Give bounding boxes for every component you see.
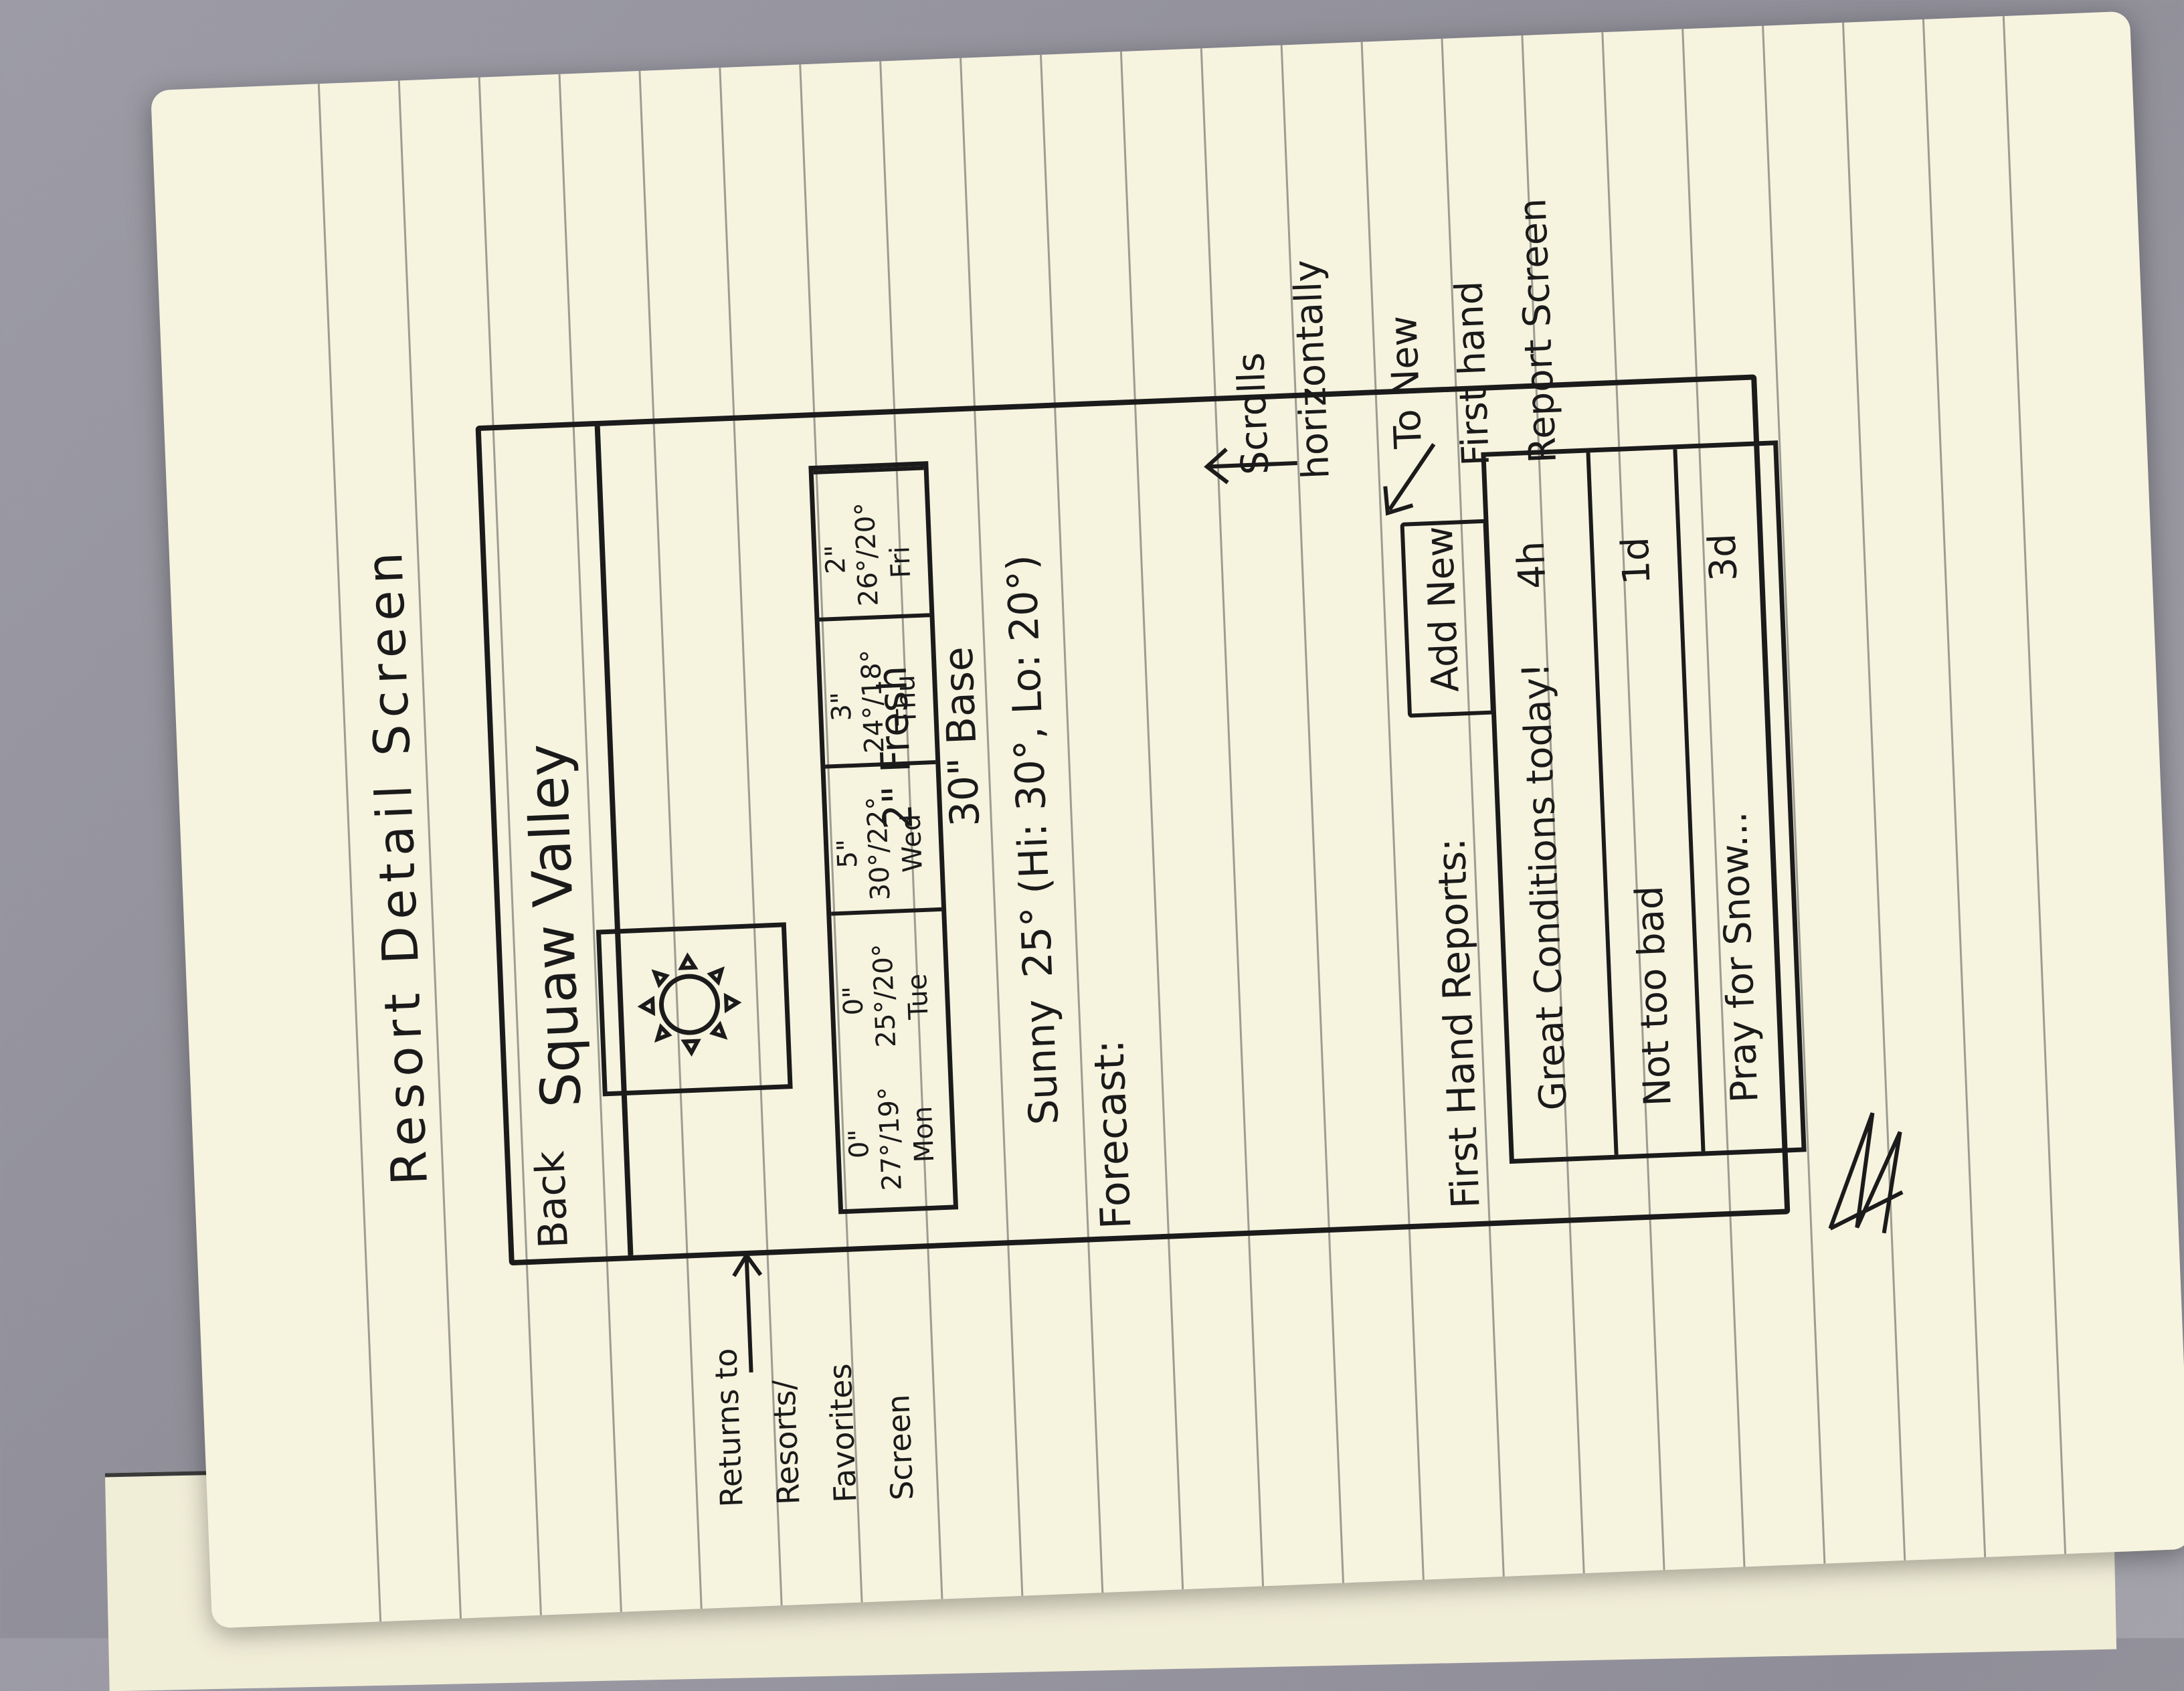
sketch-title: Resort Detail Screen xyxy=(355,544,439,1186)
report-age: 4h xyxy=(1509,540,1555,590)
forecast-snow: 0" xyxy=(843,1128,875,1159)
add-note-line: First hand xyxy=(1447,280,1499,467)
header-divider xyxy=(594,426,634,1256)
forecast-temps: 25°/20° xyxy=(867,943,903,1049)
add-note-line: Report Screen xyxy=(1511,197,1566,464)
forecast-temps: 27°/19° xyxy=(873,1086,908,1192)
temperature-text: 25° (Hi: 30°, Lo: 20°) xyxy=(998,553,1063,979)
report-age: 1d xyxy=(1613,536,1659,586)
base-depth-text: 30" Base xyxy=(935,646,990,828)
add-new-label: Add New xyxy=(1417,525,1468,693)
forecast-day-label: Fri xyxy=(885,545,917,579)
rule-line xyxy=(1842,22,1906,1561)
forecast-day-label: Thu xyxy=(890,674,923,726)
add-note-line: To New xyxy=(1382,315,1431,450)
arrow-icon xyxy=(1204,448,1297,484)
forecast-day: 5" 30°/22° Wed xyxy=(825,760,942,916)
weather-condition-text: Sunny xyxy=(1016,998,1069,1126)
resort-name-title: Squaw Valley xyxy=(515,742,594,1109)
forecast-snow: 0" xyxy=(837,985,870,1016)
scribble-mark xyxy=(1828,1112,1904,1234)
reports-label: First Hand Reports: xyxy=(1428,837,1489,1210)
forecast-day-label: Mon xyxy=(907,1105,941,1164)
forecast-snow: 2" xyxy=(820,544,852,575)
forecast-day: 3" 24°/18° Thu xyxy=(819,613,936,769)
reports-list[interactable]: Great Conditions today! 4h Not too bad 1… xyxy=(1481,440,1807,1164)
back-note-line: Screen xyxy=(880,1393,921,1502)
forecast-temps: 30°/22° xyxy=(861,796,897,901)
rule-line xyxy=(2002,16,2067,1554)
report-age: 3d xyxy=(1700,533,1746,582)
back-button[interactable]: Back xyxy=(527,1150,577,1249)
report-text: Great Conditions today! xyxy=(1514,662,1576,1111)
forecast-day: 0" 25°/20° Tue xyxy=(831,907,948,1063)
forecast-day: 0" 27°/19° Mon xyxy=(837,1055,953,1200)
notebook-page: Resort Detail Screen Back Squaw Valley 2… xyxy=(151,11,2184,1629)
back-note-line: Resorts/ xyxy=(765,1379,807,1506)
ruled-lines xyxy=(151,11,2130,1622)
forecast-temps: 24°/18° xyxy=(855,648,891,754)
arrow-icon xyxy=(1383,443,1436,516)
back-note-line: Favorites xyxy=(822,1362,864,1504)
report-text: Not too bad xyxy=(1627,885,1680,1107)
rule-line xyxy=(1922,19,1987,1558)
forecast-temps: 26°/20° xyxy=(849,501,885,607)
forecast-snow: 5" xyxy=(831,838,864,869)
weather-icon-box xyxy=(596,922,793,1097)
forecast-snow: 3" xyxy=(825,691,858,722)
forecast-label: Forecast: xyxy=(1084,1039,1141,1231)
forecast-day-label: Wed xyxy=(895,813,929,873)
report-text: Pray for Snow... xyxy=(1712,810,1767,1104)
arrow-icon xyxy=(732,1251,763,1372)
forecast-day-label: Tue xyxy=(901,973,935,1020)
sun-icon xyxy=(637,952,742,1057)
forecast-day: 2" 26°/20° Fri xyxy=(813,466,930,622)
add-new-report-button[interactable]: Add New xyxy=(1400,519,1495,718)
